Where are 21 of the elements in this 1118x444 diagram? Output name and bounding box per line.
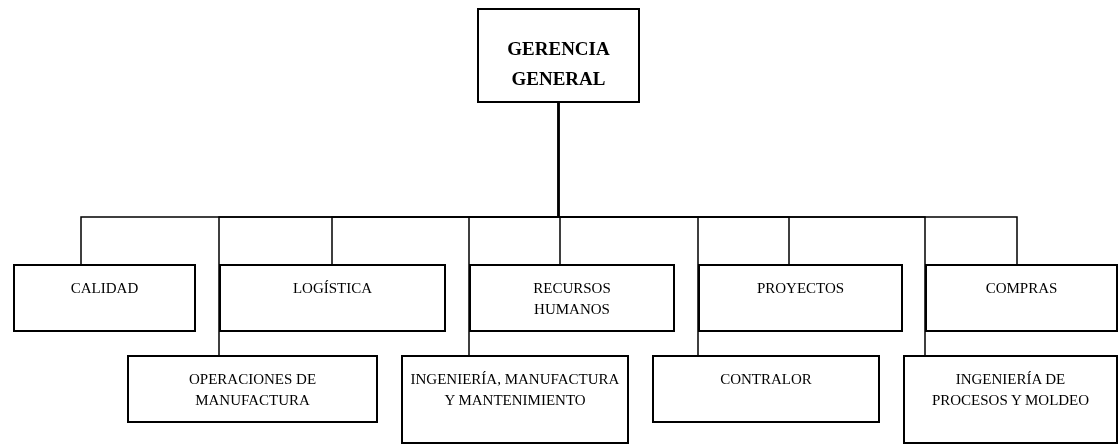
org-box xyxy=(698,264,903,332)
org-box xyxy=(219,264,446,332)
box-title: GERENCIA GENERAL xyxy=(506,37,611,91)
org-box xyxy=(925,264,1118,332)
box-title: INGENIERÍA, MANUFACTURA Y MANTENIMIENTO xyxy=(409,370,621,410)
org-box xyxy=(401,355,629,444)
box-title: INGENIERÍA DE PROCESOS Y MOLDEO xyxy=(930,370,1091,410)
box-title: PROYECTOS xyxy=(756,279,845,298)
org-box xyxy=(903,355,1118,444)
org-box xyxy=(477,8,640,103)
box-title: CONTRALOR xyxy=(720,370,812,389)
box-title: COMPRAS xyxy=(985,279,1058,298)
box-title: CALIDAD xyxy=(70,279,139,298)
box-title: RECURSOS HUMANOS xyxy=(532,279,612,319)
connector-line xyxy=(557,102,926,356)
org-box xyxy=(13,264,196,332)
org-box xyxy=(127,355,378,423)
box-title: OPERACIONES DE MANUFACTURA xyxy=(187,370,318,410)
org-box xyxy=(469,264,675,332)
box-title: LOGÍSTICA xyxy=(292,279,373,298)
org-box xyxy=(652,355,880,423)
